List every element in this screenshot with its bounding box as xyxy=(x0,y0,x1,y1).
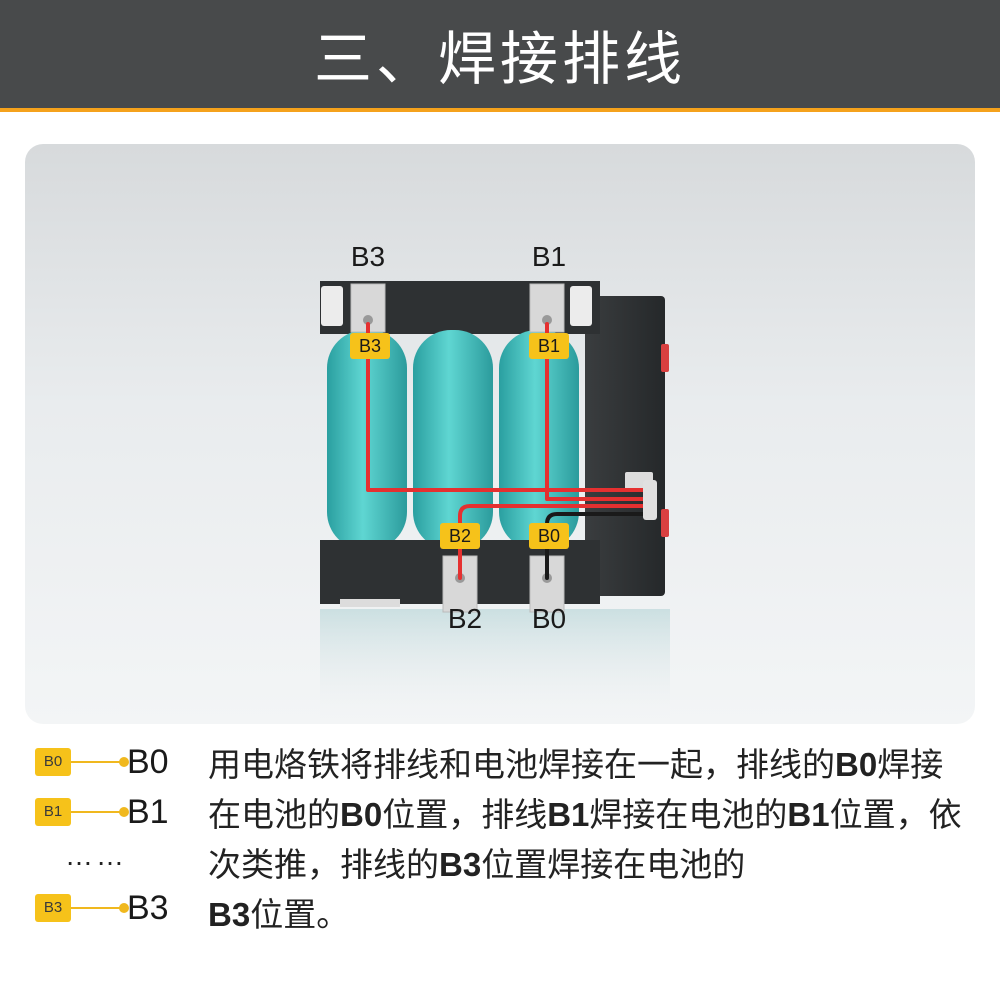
desc-text: 用电烙铁将排线和电池焊接在一起，排线的 xyxy=(208,745,835,784)
desc-highlight: B3 xyxy=(208,896,251,933)
desc-text: 位置，依次类推，排线的 xyxy=(208,795,962,884)
battery-photo: B3 B1 B2 B0 B3 B1 B2 B0 xyxy=(25,144,975,724)
desc-highlight: B1 xyxy=(547,796,590,833)
legend-badge: B3 xyxy=(35,894,71,922)
tag-b2: B2 xyxy=(440,523,480,549)
legend-item-b1: B1 B1 xyxy=(33,792,183,832)
desc-highlight: B0 xyxy=(340,796,383,833)
battery-pack-illustration xyxy=(320,281,670,719)
legend-dot xyxy=(119,903,129,913)
legend-connector xyxy=(71,761,121,763)
tag-b3: B3 xyxy=(350,333,390,359)
desc-text: 位置。 xyxy=(250,895,350,934)
page-title: 三、焊接排线 xyxy=(313,25,686,93)
desc-text: 焊接在电池的 xyxy=(589,795,788,834)
legend-connector xyxy=(71,907,121,909)
legend-badge: B0 xyxy=(35,748,71,776)
legend-connector xyxy=(71,811,121,813)
header-bar: 三、焊接排线 xyxy=(0,0,1000,112)
legend-dot xyxy=(119,757,129,767)
desc-text: 焊接在电池的 xyxy=(208,745,944,834)
legend-ellipsis: …… xyxy=(65,840,127,871)
top-label-b3: B3 xyxy=(350,241,386,272)
legend-dot xyxy=(119,807,129,817)
desc-highlight: B3 xyxy=(439,846,482,883)
top-label-b1: B1 xyxy=(531,241,567,272)
instruction-text: 用电烙铁将排线和电池焊接在一起，排线的B0焊接在电池的B0位置，排线B1焊接在电… xyxy=(208,740,968,940)
desc-text: 位置，排线 xyxy=(382,795,548,834)
legend: B0 B0 B1 B1 …… B3 B3 xyxy=(33,740,183,940)
legend-label: B0 xyxy=(127,743,169,781)
desc-text: 位置焊接在电池的 xyxy=(481,845,746,884)
legend-label: B1 xyxy=(127,793,169,831)
legend-item-b3: B3 B3 xyxy=(33,888,183,928)
tag-b1: B1 xyxy=(529,333,569,359)
legend-badge: B1 xyxy=(35,798,71,826)
desc-highlight: B0 xyxy=(835,746,878,783)
tag-b0: B0 xyxy=(529,523,569,549)
desc-highlight: B1 xyxy=(787,796,830,833)
legend-label: B3 xyxy=(127,889,169,927)
legend-item-b0: B0 B0 xyxy=(33,742,183,782)
bottom-label-b0: B0 xyxy=(531,603,567,634)
bottom-label-b2: B2 xyxy=(447,603,483,634)
